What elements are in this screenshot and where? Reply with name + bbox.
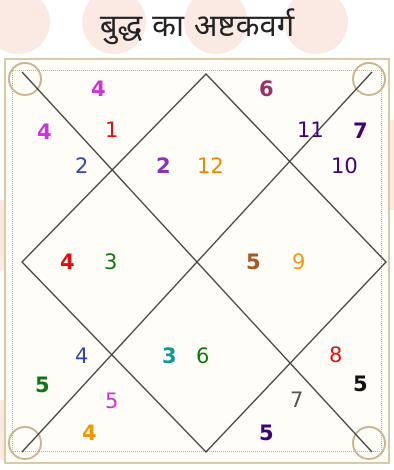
house-sign: 2 [75, 155, 88, 177]
house-points: 4 [37, 121, 52, 143]
house-points: 5 [259, 422, 274, 444]
house-points: 5 [35, 374, 50, 396]
house-points: 5 [353, 373, 368, 395]
house-sign: 12 [197, 155, 224, 177]
house-points: 3 [162, 345, 177, 367]
house-sign: 7 [290, 389, 303, 411]
house-sign: 5 [105, 390, 118, 412]
house-sign: 1 [105, 119, 118, 141]
house-sign: 8 [329, 344, 342, 366]
house-points: 7 [353, 120, 368, 142]
house-points: 4 [82, 422, 97, 444]
house-sign: 3 [104, 251, 117, 273]
house-sign: 11 [297, 119, 324, 141]
house-points: 4 [60, 251, 75, 273]
house-points: 2 [156, 155, 171, 177]
house-sign: 4 [75, 345, 88, 367]
house-sign: 9 [292, 251, 305, 273]
house-points: 4 [91, 78, 106, 100]
house-points: 5 [246, 251, 261, 273]
house-sign: 6 [196, 345, 209, 367]
house-points: 6 [259, 78, 274, 100]
house-sign: 10 [331, 155, 358, 177]
